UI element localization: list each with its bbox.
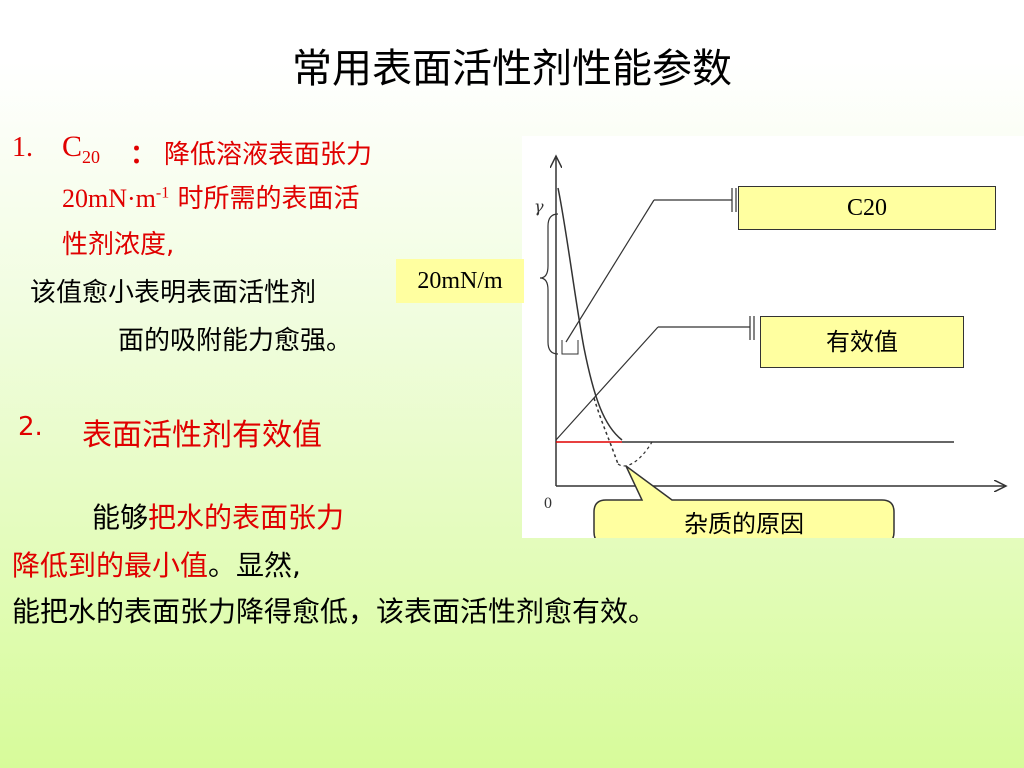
- 20mn-callout: 20mN/m: [396, 259, 524, 303]
- item2-p2-black: 。显然,: [208, 549, 301, 582]
- item1-exponent: -1: [155, 184, 170, 202]
- item2-heading: 表面活性剂有效值: [82, 418, 322, 453]
- tension-curve-dashed: [593, 397, 619, 465]
- item2-para-line1: 能够把水的表面张力: [92, 496, 344, 536]
- tension-curve: [557, 187, 623, 441]
- item1-colon: ：: [130, 140, 157, 170]
- item1-line2: 20mN·m-1 时所需的表面活: [62, 178, 360, 215]
- origin-label: 0: [544, 495, 552, 512]
- item2-number: 2.: [18, 412, 43, 442]
- item1-symbol: C20: [62, 130, 100, 168]
- item2-para-line2: 降低到的最小值。显然,: [12, 544, 301, 584]
- effective-value-callout: 有效值: [760, 316, 964, 368]
- item1-symbol-main: C: [62, 130, 83, 163]
- item2-p1-red: 把水的表面张力: [148, 501, 345, 534]
- c20-leader: [565, 199, 655, 343]
- item1-note-line1: 该值愈小表明表面活性剂: [30, 278, 317, 308]
- y-axis-label: γ: [534, 197, 544, 216]
- tension-brace: [539, 213, 559, 355]
- item1-value: 20mN·m: [62, 184, 156, 213]
- page-title: 常用表面活性剂性能参数: [292, 46, 732, 92]
- item1-line2-text: 时所需的表面活: [177, 184, 360, 214]
- item1-line1: 降低溶液表面张力: [164, 140, 373, 170]
- item1-symbol-sub: 20: [82, 147, 101, 167]
- surface-tension-chart: γ 0 杂质的原因: [534, 136, 1024, 545]
- c20-callout: C20: [738, 186, 996, 230]
- item2-para-line3: 能把水的表面张力降得愈低，该表面活性剂愈有效。: [12, 595, 657, 628]
- item2-p1-black: 能够: [92, 501, 149, 534]
- c20-bracket: [561, 340, 579, 355]
- impurity-dip-dashed: [617, 441, 653, 467]
- effective-leader: [555, 326, 659, 441]
- item1-line3: 性剂浓度,: [62, 230, 175, 260]
- item1-number: 1.: [12, 132, 33, 163]
- item2-p2-red: 降低到的最小值: [12, 549, 209, 582]
- item1-note-line2: 面的吸附能力愈强。: [118, 326, 353, 356]
- impurity-callout-text: 杂质的原因: [684, 510, 804, 538]
